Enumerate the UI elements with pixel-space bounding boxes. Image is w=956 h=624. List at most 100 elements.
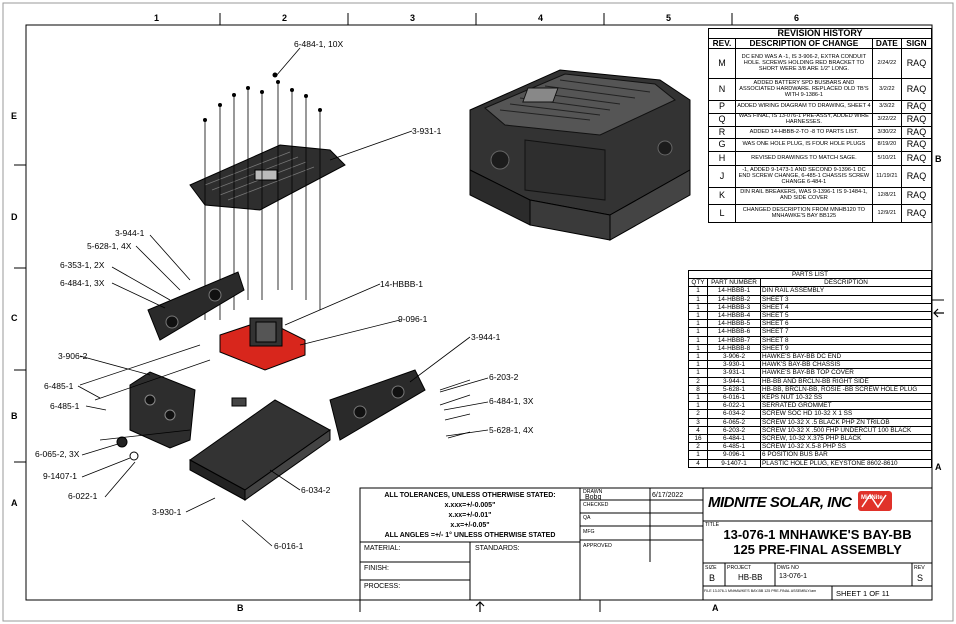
dwg-label: DWG NO: [777, 565, 799, 571]
callout-label: 3-944-1: [115, 228, 145, 238]
title-line-1: 13-076-1 MNHAWKE'S BAY-BB: [723, 527, 912, 542]
part-description: SCREW SOC HD 10-32 X 1 SS: [760, 409, 932, 419]
zone-top-1: 1: [154, 13, 160, 23]
part-number: 3-931-1: [707, 368, 761, 378]
material-label: MATERIAL:: [364, 545, 401, 552]
part-qty: 3: [688, 417, 708, 427]
part-number: 6-016-1: [707, 393, 761, 403]
callout-label: 5-628-1, 4X: [87, 241, 132, 251]
project-value: HB-BB: [738, 573, 763, 582]
part-description: SCREW 10-32 X.5-8 PHP SS: [760, 442, 932, 452]
revision-date: 2/24/22: [871, 48, 902, 80]
callout-label: 6-016-1: [274, 541, 304, 551]
zone-bottom-B: B: [237, 603, 244, 613]
company-logo: [858, 491, 892, 511]
part-description: HAWK'S BAY-BB CHASSIS: [760, 360, 932, 370]
callout-label: 6-034-2: [301, 485, 331, 495]
part-number: 14-HBBB-3: [707, 302, 761, 313]
zone-bottom-A: A: [712, 603, 719, 613]
zone-top-3: 3: [410, 13, 416, 23]
part-number: 14-HBBB-5: [707, 319, 761, 329]
revision-description: ADDED BATTERY SPD BUSBARS AND ASSOCIATED…: [734, 78, 873, 102]
part-description: SERRATED GROMMET: [760, 401, 932, 411]
part-number: 9-096-1: [707, 450, 761, 460]
revision-letter: M: [708, 48, 736, 80]
revision-letter: R: [708, 126, 736, 140]
revision-letter: J: [708, 165, 736, 189]
part-qty: 1: [688, 343, 708, 354]
revision-description: ADDED WIRING DIAGRAM TO DRAWING, SHEET 4: [734, 100, 873, 115]
part-qty: 1: [688, 286, 708, 296]
approved-label: APPROVED: [583, 543, 612, 549]
part-number: 3-906-2: [707, 352, 761, 362]
zone-top-5: 5: [666, 13, 672, 23]
part-qty: 1: [688, 401, 708, 411]
revision-date: 12/8/21: [871, 187, 902, 206]
callout-label: 3-931-1: [412, 126, 442, 136]
callout-label: 6-022-1: [68, 491, 98, 501]
tolerances-block: ALL TOLERANCES, UNLESS OTHERWISE STATED:…: [360, 491, 580, 541]
desc-header: DESCRIPTION OF CHANGE: [734, 38, 873, 50]
part-number: 14-HBBB-6: [707, 327, 761, 337]
revision-sign: RAQ: [900, 138, 933, 153]
part-qty: 1: [688, 327, 708, 337]
drawn-by: Bobq: [585, 494, 602, 501]
size-value: B: [709, 573, 716, 583]
sheet-number: SHEET 1 OF 11: [836, 589, 890, 598]
revision-history-table: REVISION HISTORY REV. DESCRIPTION OF CHA…: [708, 27, 933, 224]
revision-sign: RAQ: [900, 48, 933, 80]
part-number: 6-034-2: [707, 409, 761, 419]
callout-label: 6-484-1, 10X: [294, 39, 344, 49]
revision-title: REVISION HISTORY: [708, 27, 932, 40]
part-description: HAWKE'S BAY-BB TOP COVER: [760, 368, 932, 378]
part-qty: 2: [688, 442, 708, 452]
callout-label: 6-485-1: [50, 401, 80, 411]
revision-description: REVISED DRAWINGS TO MATCH SAGE.: [734, 151, 873, 167]
part-description: SCREW 10-32 X .500 FHP UNDERCUT 100 BLAC…: [760, 425, 932, 436]
zone-left-D: D: [11, 212, 18, 222]
company-name: MIDNITE SOLAR, INC: [708, 494, 852, 511]
part-number: 14-HBBB-4: [707, 311, 761, 321]
part-number: 6-065-2: [707, 417, 761, 427]
zone-left-B: B: [11, 411, 18, 421]
part-qty: 4: [688, 458, 708, 468]
revision-sign: RAQ: [900, 151, 933, 167]
part-description: PLASTIC HOLE PLUG, KEYSTONE 8602-8610: [760, 458, 932, 468]
zone-left-C: C: [11, 313, 18, 323]
zone-top-2: 2: [282, 13, 288, 23]
revision-date: 3/2/22: [871, 78, 902, 102]
revision-sign: RAQ: [900, 204, 933, 224]
tolerance-line: x.xx=+/-0.01": [448, 512, 492, 519]
revision-row: J-1, ADDED 9-1473-1 AND SECOND 9-1396-1 …: [708, 165, 933, 189]
part-number: 5-628-1: [707, 384, 761, 395]
process-label: PROCESS:: [364, 583, 401, 590]
title-line-2: 125 PRE-FINAL ASSEMBLY: [733, 542, 902, 557]
part-description: SCREW, 10-32 X.375 PHP BLACK: [760, 434, 932, 444]
part-number: 14-HBBB-2: [707, 294, 761, 304]
file-label: FILE: [704, 589, 712, 593]
pn-header: PART NUMBER: [707, 278, 761, 288]
callout-label: 6-203-2: [489, 372, 519, 382]
zone-right-B: B: [935, 154, 942, 164]
zone-left-A: A: [11, 498, 18, 508]
parts-desc-header: DESCRIPTION: [760, 278, 932, 288]
sign-header: SIGN: [900, 38, 933, 50]
rev-header: REV.: [708, 38, 736, 50]
part-number: 3-930-1: [707, 360, 761, 370]
revision-sign: RAQ: [900, 113, 933, 128]
revision-date: 5/10/21: [871, 151, 902, 167]
part-qty: 1: [688, 450, 708, 460]
